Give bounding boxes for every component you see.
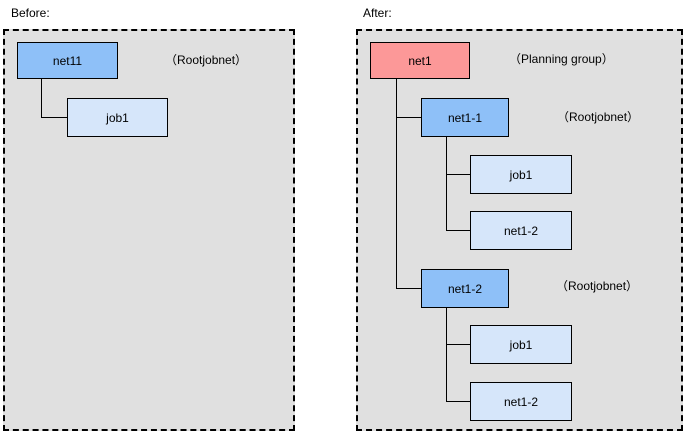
- connector-net1-to-net1-2: [396, 288, 421, 289]
- node-net1-2-under-net1-2: net1-2: [470, 382, 572, 421]
- connector-net1-2-to-job1: [446, 344, 470, 345]
- note-net1-1-rootjobnet: （Rootjobnet）: [557, 110, 640, 124]
- connector-net1-2-vertical: [446, 308, 447, 401]
- note-planning-group: （Planning group）: [509, 52, 614, 66]
- connector-net11-vertical: [41, 79, 42, 118]
- note-net1-2-rootjobnet: （Rootjobnet）: [556, 279, 639, 293]
- connector-net1-2-to-net1-2: [446, 401, 470, 402]
- note-before-rootjobnet: （Rootjobnet）: [165, 53, 248, 67]
- node-net11-rootjobnet: net11: [17, 42, 118, 79]
- connector-net1-1-vertical: [446, 137, 447, 231]
- connector-net1-1-to-net1-2: [446, 230, 470, 231]
- connector-net11-job1-horizontal: [41, 117, 67, 118]
- after-section-label: After:: [363, 6, 392, 20]
- connector-net1-1-to-job1: [446, 174, 470, 175]
- node-net1-2-under-net1-1: net1-2: [470, 211, 572, 250]
- node-net1-planning-group: net1: [370, 42, 470, 79]
- connector-net1-to-net1-1: [396, 117, 421, 118]
- connector-net1-vertical: [396, 79, 397, 288]
- node-job1-before: job1: [67, 98, 168, 137]
- before-panel: [3, 29, 295, 431]
- node-net1-1-rootjobnet: net1-1: [421, 98, 509, 137]
- before-section-label: Before:: [11, 6, 50, 20]
- node-job1-under-net1-1: job1: [470, 155, 572, 194]
- node-job1-under-net1-2: job1: [470, 325, 572, 364]
- node-net1-2-rootjobnet: net1-2: [421, 269, 509, 308]
